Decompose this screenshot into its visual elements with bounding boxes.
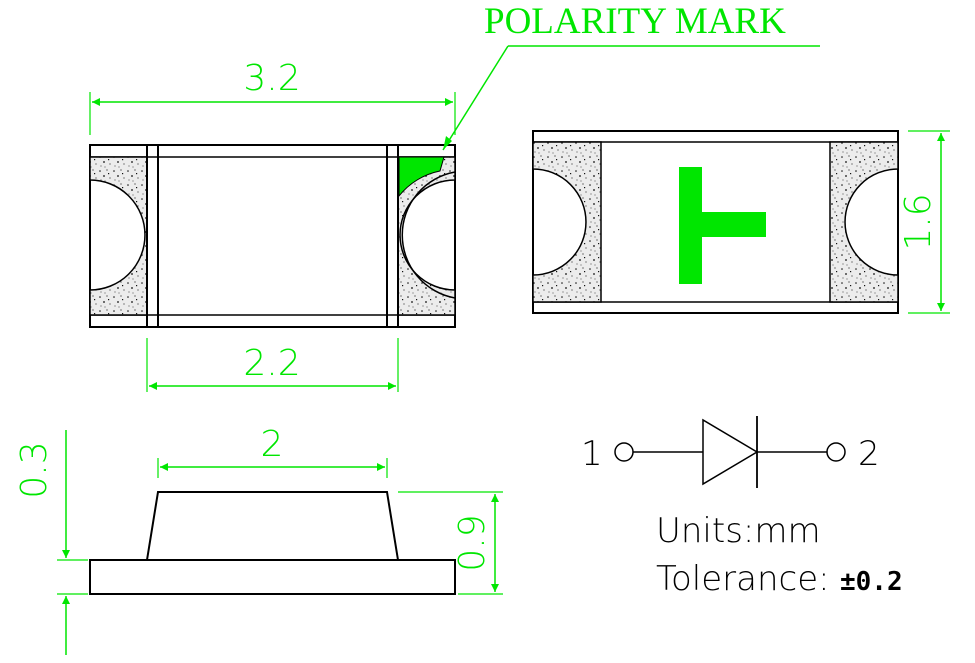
top-view-outline — [89, 144, 456, 328]
dimension-0-9: 0.9 — [398, 491, 503, 595]
bottom-right-pad — [829, 141, 899, 303]
dimension-0-3: 0.3 — [14, 430, 88, 655]
dimension-label-2-2: 2.2 — [243, 343, 300, 384]
side-view-lens — [145, 491, 400, 561]
polarity-mark-shape — [398, 156, 445, 198]
pin-1-terminal — [614, 442, 634, 462]
top-view — [89, 144, 456, 328]
left-terminal-pad — [89, 156, 148, 316]
bottom-view — [532, 130, 899, 314]
dimension-label-1-6: 1.6 — [898, 193, 939, 250]
dimension-label-0-3: 0.3 — [14, 441, 55, 498]
tolerance-value: ±0.2 — [840, 567, 903, 597]
diode-schematic: 1 2 — [581, 416, 880, 488]
diode-triangle-icon — [702, 418, 759, 486]
side-view-substrate — [89, 559, 456, 595]
tolerance-label: Tolerance: — [656, 559, 830, 599]
side-view — [89, 491, 456, 595]
pin-2-terminal — [826, 442, 846, 462]
dimension-label-3-2: 3.2 — [243, 58, 300, 99]
cathode-mark-horizontal — [679, 212, 766, 237]
polarity-mark-label: POLARITY MARK — [484, 1, 786, 42]
right-terminal-pad — [397, 156, 456, 316]
pin-2-label: 2 — [858, 434, 880, 474]
dimension-3-2: 3.2 — [89, 58, 456, 135]
dimension-1-6: 1.6 — [898, 130, 950, 314]
dimension-2: 2 — [157, 424, 388, 478]
dimension-label-2: 2 — [261, 424, 284, 465]
polarity-mark-callout: POLARITY MARK — [442, 1, 820, 151]
dimension-label-0-9: 0.9 — [452, 514, 493, 571]
pin-1-label: 1 — [581, 434, 603, 474]
bottom-left-pad — [532, 141, 602, 303]
notes: Units:mm Tolerance: ±0.2 — [656, 511, 903, 599]
units-note: Units:mm — [656, 511, 821, 551]
dimension-2-2: 2.2 — [146, 338, 399, 392]
